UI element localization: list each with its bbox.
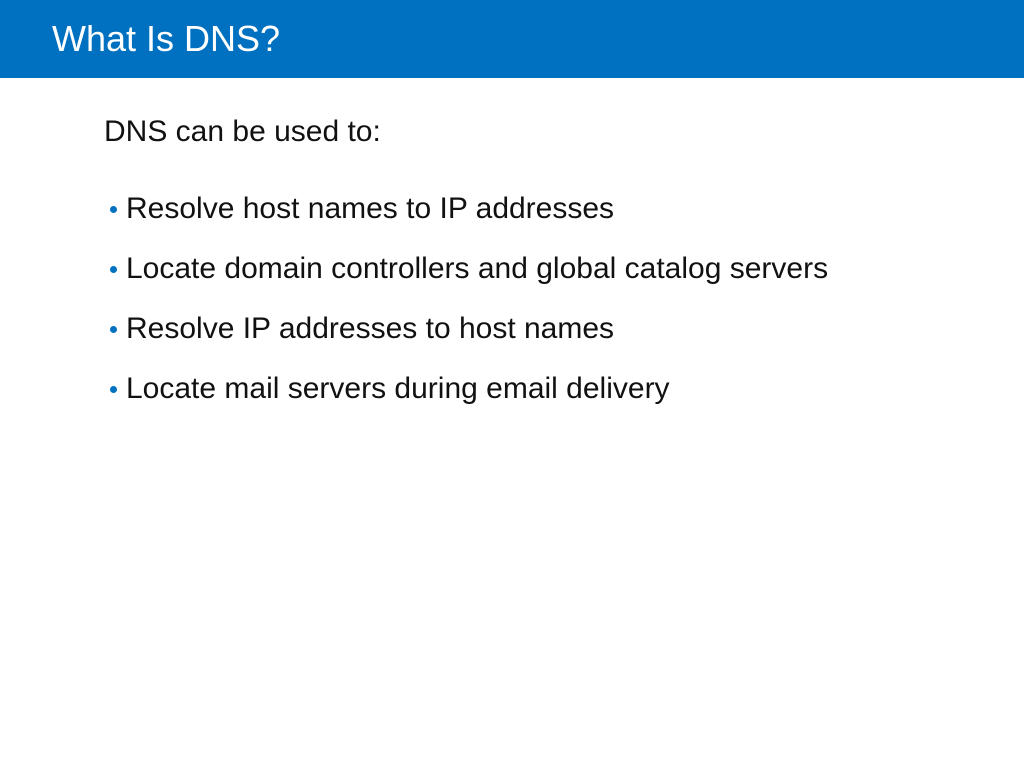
bullet-dot-icon — [110, 386, 117, 393]
bullet-item: Resolve IP addresses to host names — [104, 306, 886, 352]
bullet-text: Resolve IP addresses to host names — [126, 312, 615, 345]
bullet-item: Locate mail servers during email deliver… — [104, 366, 886, 412]
title-bar: What Is DNS? — [0, 0, 1024, 78]
bullet-item: Locate domain controllers and global cat… — [104, 246, 886, 292]
bullet-text: Locate mail servers during email deliver… — [126, 372, 670, 405]
bullet-text: Resolve host names to IP addresses — [126, 192, 615, 225]
slide-content: DNS can be used to: Resolve host names t… — [104, 110, 904, 426]
bullet-list: Resolve host names to IP addresses Locat… — [104, 186, 904, 412]
bullet-dot-icon — [110, 266, 117, 273]
bullet-text: Locate domain controllers and global cat… — [126, 252, 829, 285]
bullet-dot-icon — [110, 206, 117, 213]
intro-text: DNS can be used to: — [104, 115, 381, 148]
bullet-dot-icon — [110, 326, 117, 333]
bullet-item: Resolve host names to IP addresses — [104, 186, 886, 232]
slide-title: What Is DNS? — [52, 18, 281, 59]
